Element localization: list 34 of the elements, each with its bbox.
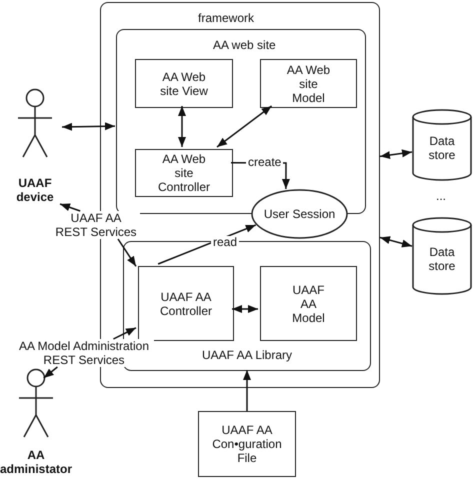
edge-label: create — [246, 156, 284, 169]
process-box — [260, 59, 357, 108]
arrow — [380, 236, 412, 248]
box-label: AA Web site Model — [286, 62, 332, 104]
ellipse-label: User Session — [264, 207, 336, 221]
process-box — [135, 149, 233, 197]
box-label: AA Web site Controller — [156, 152, 212, 194]
box-label: UAAF AA Model — [292, 282, 325, 324]
actor-label: AA administator — [0, 448, 72, 476]
actor-label: UAAF device — [16, 176, 54, 204]
box-label: UAAF AA Con•guration File — [212, 423, 282, 465]
box-label: UAAF AA Controller — [160, 290, 212, 318]
process-box — [135, 59, 233, 108]
box-label: AA Web site View — [159, 70, 209, 98]
arrow — [216, 105, 272, 148]
arrow — [243, 370, 251, 411]
edge-label: read — [211, 236, 240, 249]
cylinder-label: Data store — [428, 245, 456, 273]
arrow — [117, 238, 137, 267]
container-title: AA web site — [213, 38, 276, 52]
arrow — [380, 149, 412, 159]
arrow — [43, 366, 58, 379]
arrow — [232, 305, 258, 313]
process-box — [260, 266, 357, 341]
arrow — [62, 122, 116, 131]
container-title: UAAF AA Library — [200, 348, 294, 362]
cylinder-label: Data store — [428, 134, 456, 162]
process-box — [138, 266, 234, 341]
container-title: framework — [198, 11, 254, 25]
arrow — [178, 106, 186, 147]
session-ellipse — [251, 189, 348, 239]
arrow — [60, 203, 80, 212]
arrow — [113, 327, 136, 340]
file-box — [198, 411, 296, 477]
